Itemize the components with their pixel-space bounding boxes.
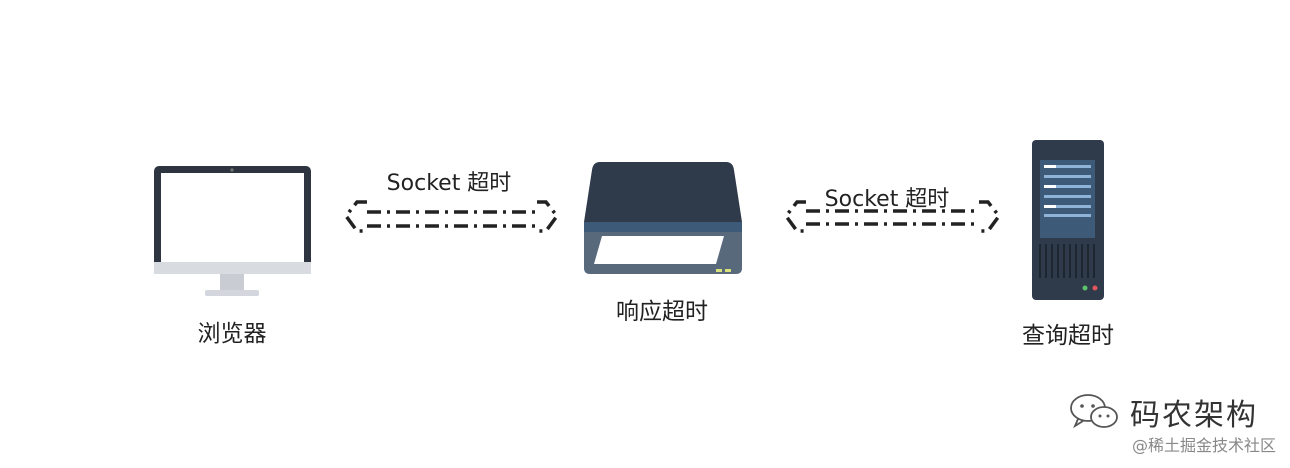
right-connection-label: Socket 超时: [824, 187, 950, 212]
monitor-icon: [154, 166, 311, 296]
left-connection-label: Socket 超时: [386, 171, 512, 196]
right-socket-arrow: [783, 200, 1002, 233]
gateway-label: 响应超时: [616, 299, 708, 325]
gateway-icon: [584, 162, 742, 274]
left-socket-arrow: [343, 200, 560, 233]
browser-label: 浏览器: [197, 321, 267, 347]
watermark-site: @稀土掘金技术社区: [1131, 436, 1276, 455]
server-label: 查询超时: [1022, 323, 1114, 349]
wechat-icon: [1070, 394, 1118, 429]
server-icon: [1032, 140, 1104, 300]
watermark-brand: 码农架构: [1130, 398, 1258, 433]
